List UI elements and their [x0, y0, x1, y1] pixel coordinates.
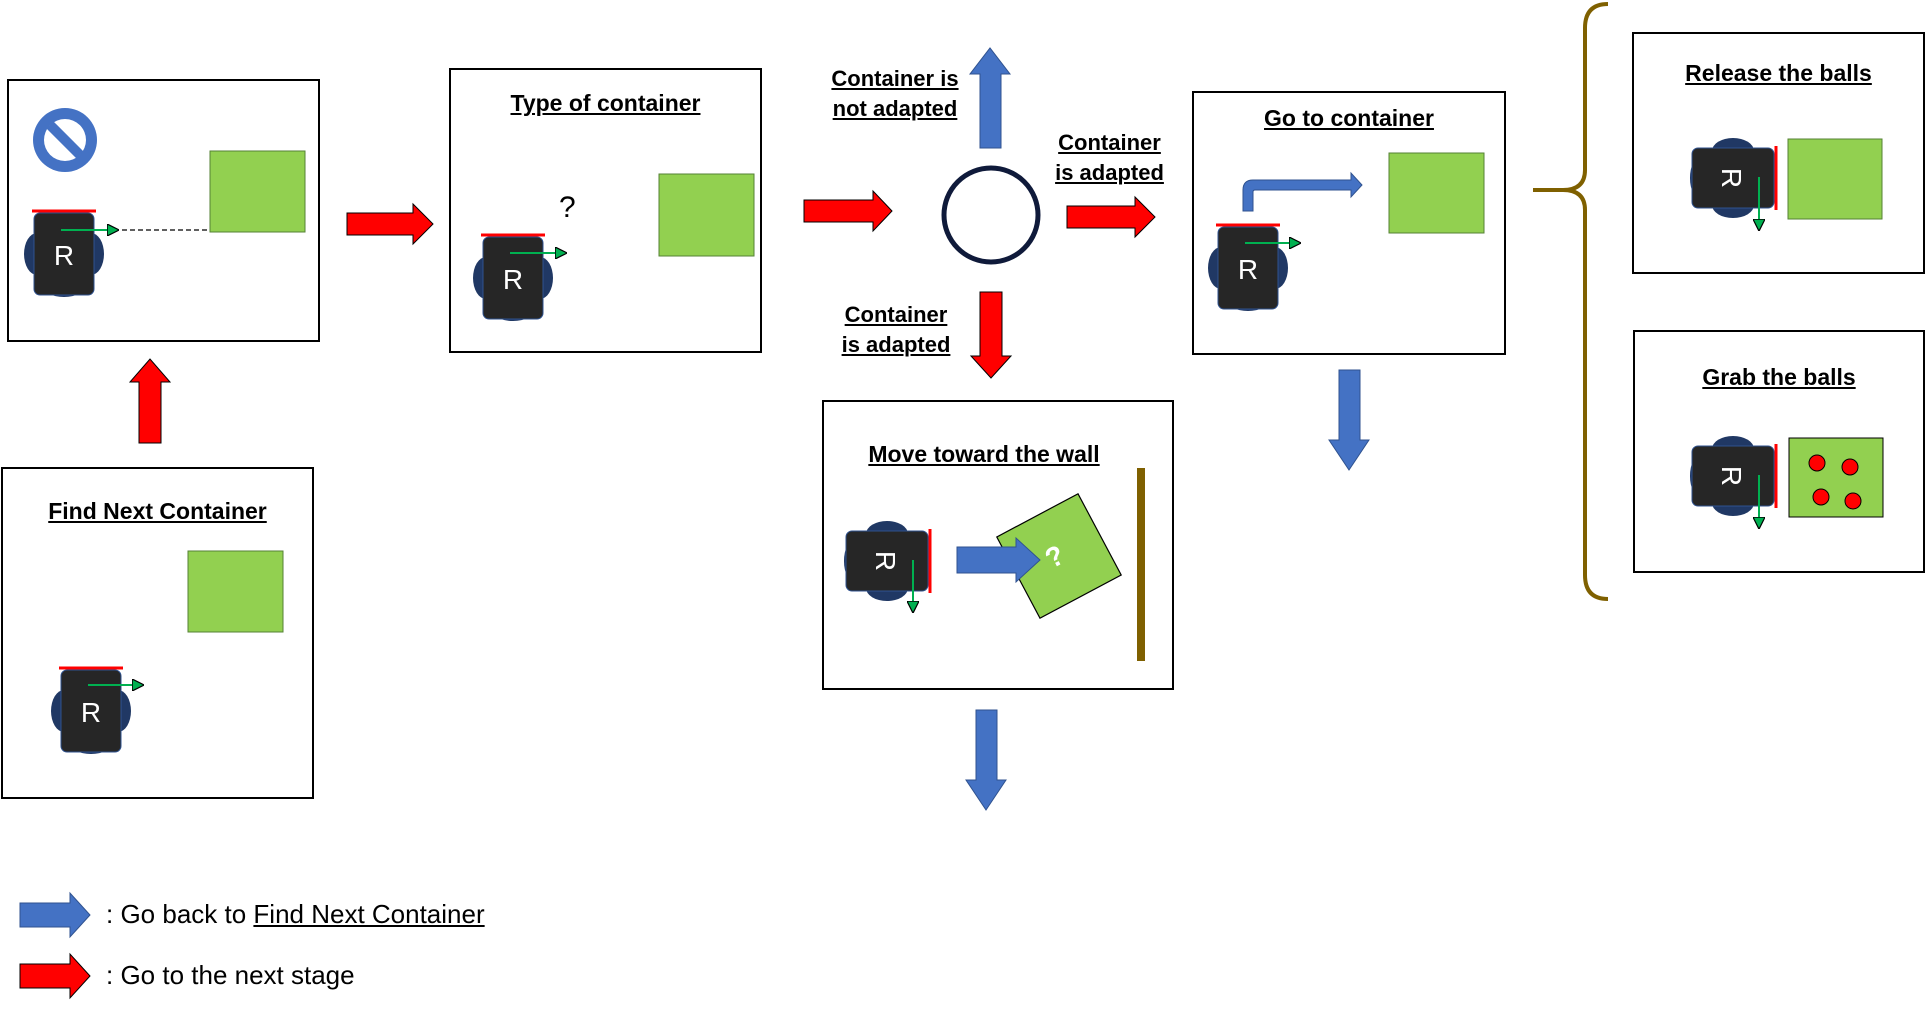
legend-red-text: : Go to the next stage — [106, 960, 355, 990]
panel-title: Move toward the wall — [868, 441, 1100, 467]
robot-icon: R — [1688, 434, 1778, 518]
ball — [1841, 458, 1859, 476]
robot-icon: R — [471, 233, 555, 323]
prohibited-icon — [33, 108, 97, 172]
brace — [1533, 2, 1609, 601]
red-arrow — [803, 189, 893, 233]
legend-link: Find Next Container — [253, 899, 485, 929]
robot-icon: R — [842, 519, 932, 603]
robot-icon: R — [49, 666, 133, 756]
svg-text:R: R — [1716, 168, 1747, 188]
ball — [1808, 454, 1826, 472]
ball — [1812, 488, 1830, 506]
ball — [1844, 492, 1862, 510]
svg-text:R: R — [1716, 466, 1747, 486]
legend-blue-arrow — [19, 891, 91, 939]
red-arrow — [1066, 195, 1156, 239]
blue-arrow — [965, 709, 1007, 811]
legend-blue-text: : Go back to Find Next Container — [106, 899, 485, 929]
container-icon — [1788, 437, 1884, 518]
label-adapted-right: Container is adapted — [1055, 130, 1164, 185]
panel-find-next-container: Find Next Container — [1, 467, 314, 799]
panel-title: Find Next Container — [48, 498, 267, 524]
red-arrow — [346, 202, 434, 246]
label-not-adapted: Container is not adapted — [831, 66, 959, 121]
blue-arrow — [968, 47, 1012, 149]
label-adapted-bottom: Container is adapted — [841, 302, 951, 357]
svg-text:R: R — [1238, 254, 1258, 285]
svg-text:R: R — [54, 240, 74, 271]
panel-title: Grab the balls — [1702, 364, 1856, 390]
blue-arrow — [1328, 369, 1370, 471]
robot-icon: R — [22, 209, 106, 299]
svg-text:R: R — [81, 697, 101, 728]
container-icon — [209, 150, 306, 233]
svg-text:R: R — [503, 264, 523, 295]
container-icon — [187, 550, 284, 633]
robot-icon: R — [1688, 136, 1778, 220]
red-arrow — [128, 358, 172, 444]
wall — [1137, 468, 1145, 661]
container-icon — [658, 173, 755, 257]
legend-red-arrow — [19, 952, 91, 1000]
robot-icon: R — [1206, 223, 1290, 313]
red-arrow — [969, 291, 1013, 379]
decision-circle — [941, 165, 1041, 265]
question-mark: ? — [559, 191, 576, 224]
path-arrow — [1242, 171, 1363, 212]
panel-title: Go to container — [1264, 105, 1434, 131]
panel-title: Type of container — [510, 90, 701, 116]
move-arrow — [956, 536, 1041, 584]
panel-title: Release the balls — [1685, 60, 1872, 86]
container-icon — [1388, 152, 1485, 234]
svg-text:R: R — [870, 551, 901, 571]
container-icon — [1787, 138, 1883, 220]
